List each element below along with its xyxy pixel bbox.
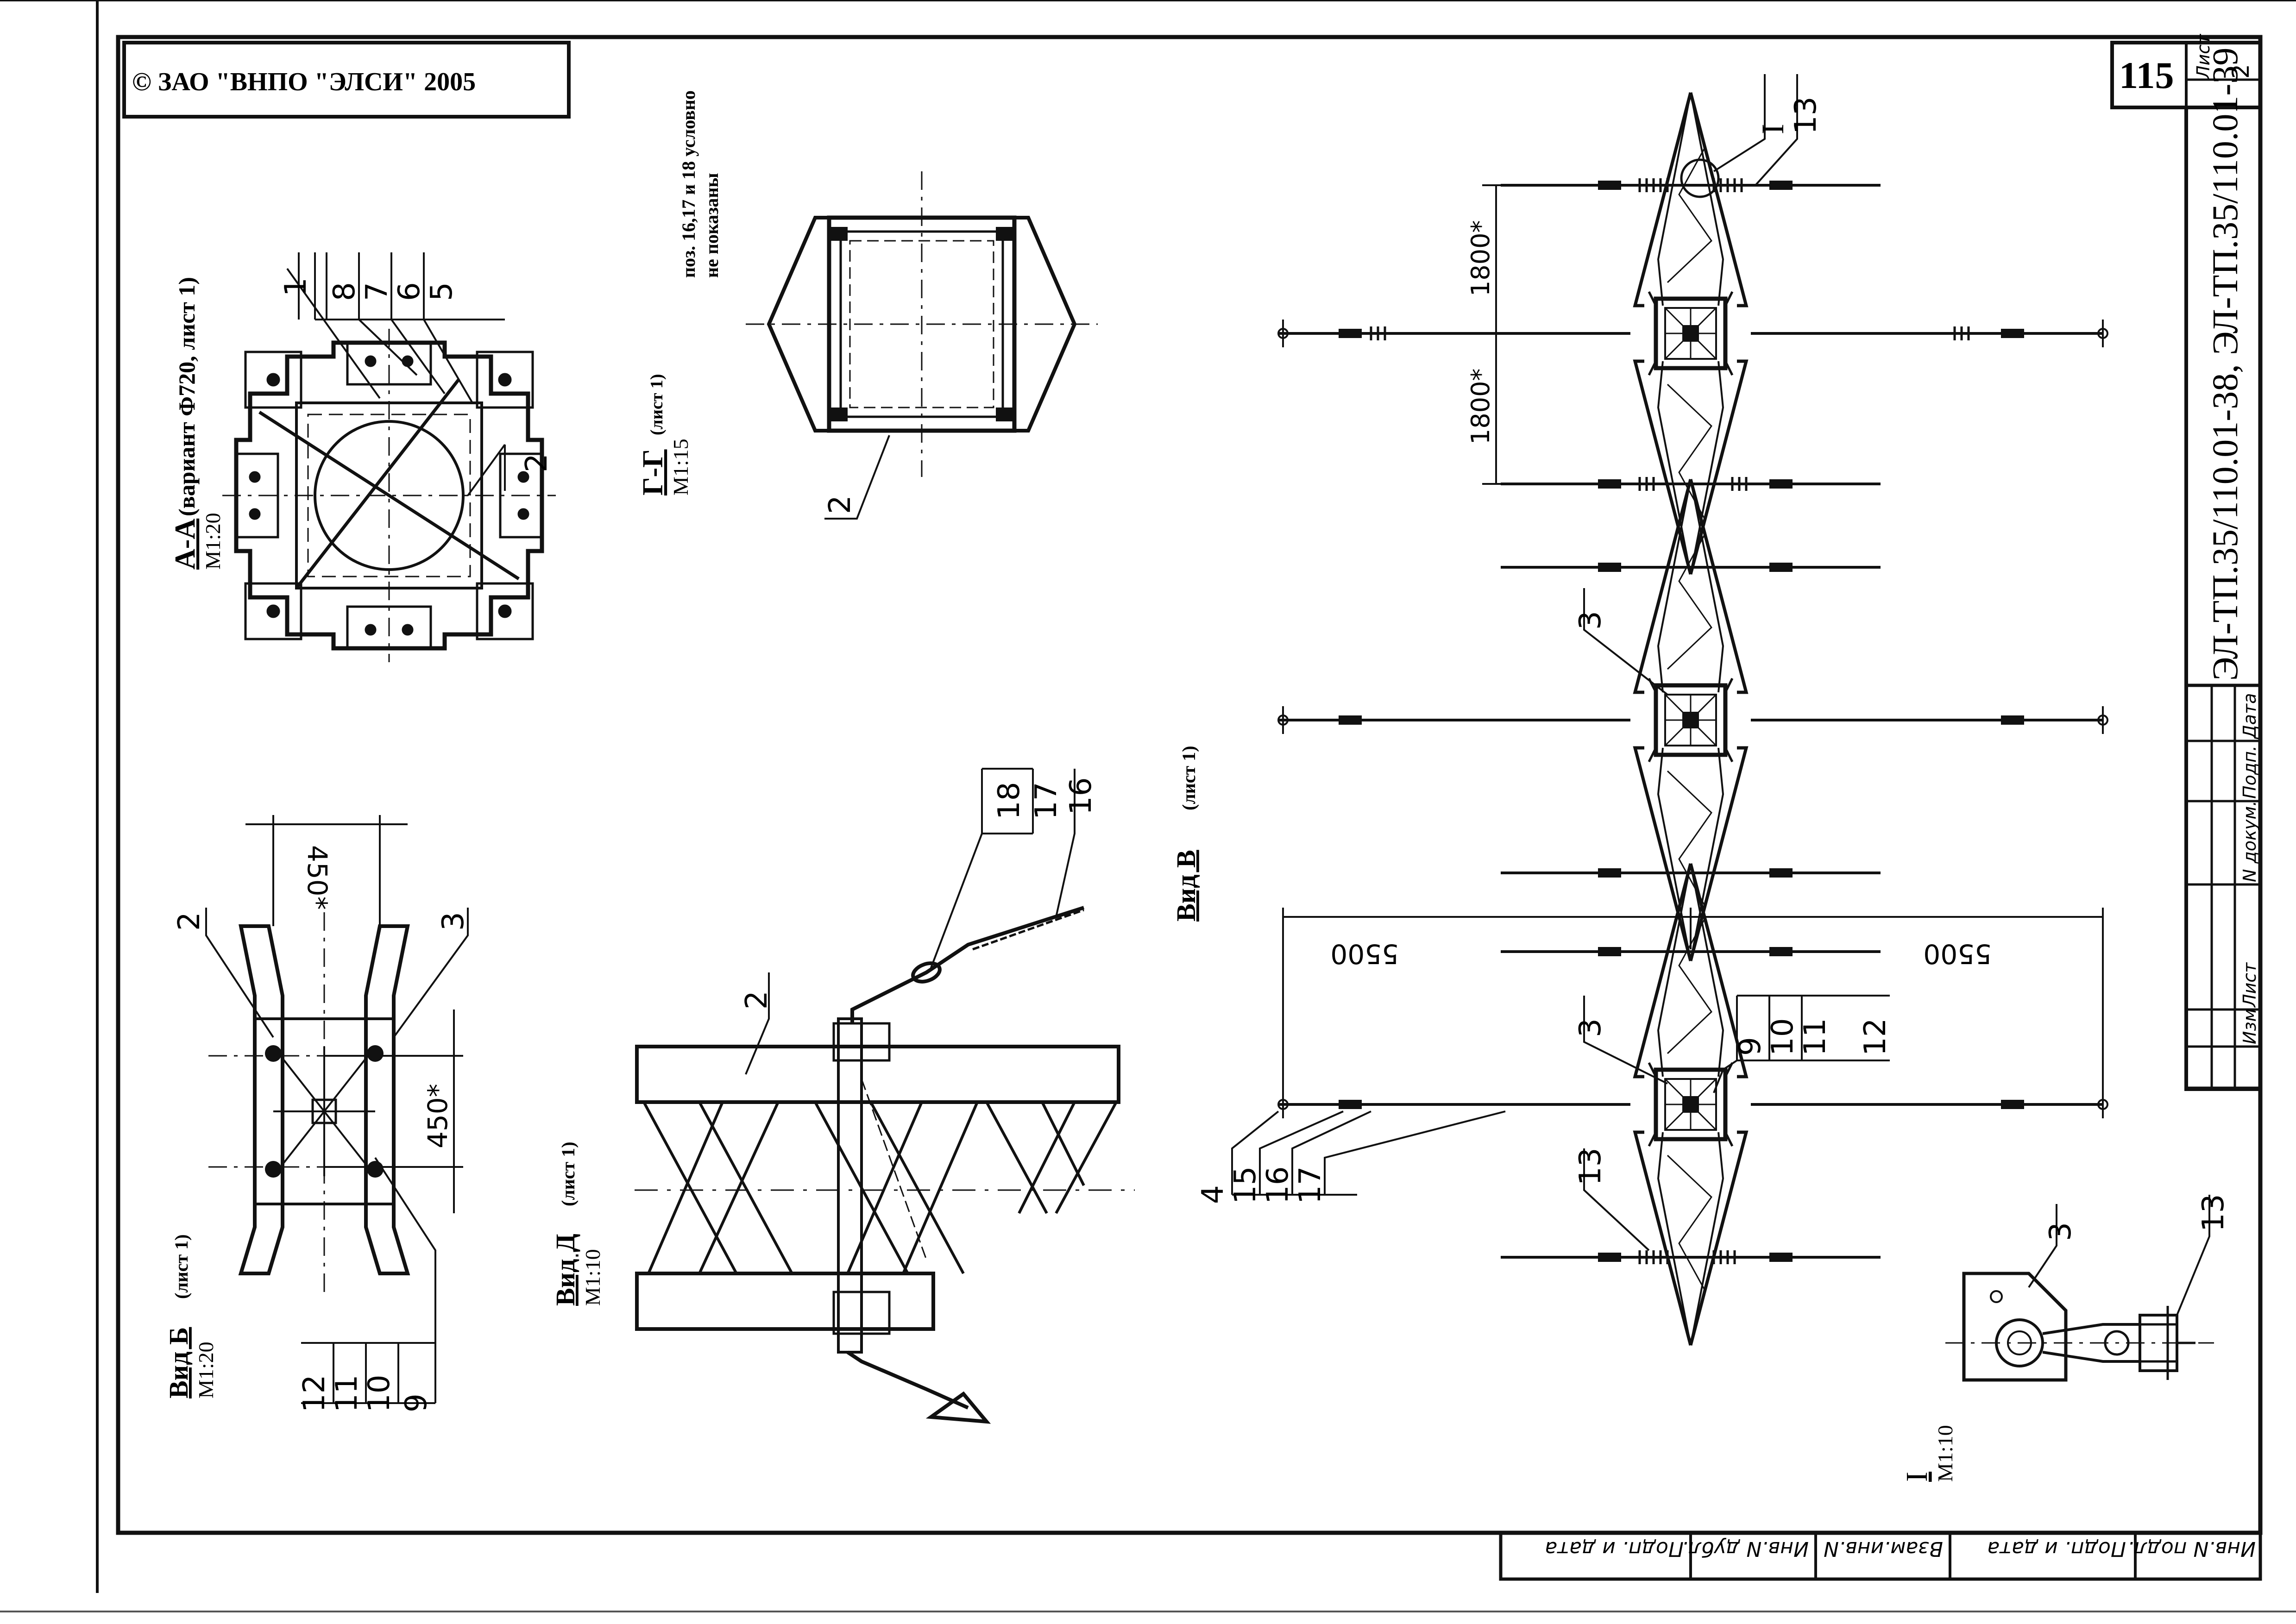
title-block: 115 Лист 2 ЭЛ-ТП.35/110.01-38, ЭЛ-ТП.35/…	[2110, 33, 2262, 1091]
view-gg-name: Г-Г	[637, 449, 669, 495]
stamp-podp-data-1: Подп. и дата	[1987, 1537, 2126, 1561]
b-dim-side: 450*	[422, 1084, 453, 1148]
v-dim-5500-a: 5500	[1330, 938, 1399, 970]
copyright-text: © ЗАО "ВНПО "ЭЛСИ" 2005	[132, 68, 476, 96]
d-callout-2: 2	[740, 991, 774, 1010]
view-d-name: Вид Д	[550, 1234, 580, 1306]
v-callout-I: I	[1755, 124, 1790, 134]
detail-callout-3: 3	[2044, 1222, 2078, 1241]
side-stamp: Инв.N подл. Подп. и дата Взам.инв.N Инв.…	[1499, 1531, 2262, 1581]
view-d-scale: М1:10	[581, 1249, 604, 1306]
aa-callout-6: 6	[392, 282, 427, 301]
detail-i-title: I М1:10	[1900, 1425, 1957, 1482]
b-callout-11: 11	[330, 1375, 364, 1412]
rev-header-change: Изм	[2239, 1009, 2260, 1044]
view-aa-title: А-А (вариант Ф720, лист 1) М1:20	[170, 277, 225, 570]
view-aa-name: А-А	[170, 519, 201, 570]
v-dim-5500-b: 5500	[1923, 938, 1992, 970]
b-callout-12: 12	[297, 1375, 332, 1412]
sheet-number: 2	[2227, 64, 2254, 79]
view-d: Вид Д (лист 1) М1:10	[550, 768, 1135, 1424]
view-gg-sheet: (лист 1)	[647, 374, 667, 435]
sheet-label: Лист	[2193, 33, 2214, 80]
aa-callout-5: 5	[425, 282, 459, 301]
v-callout-9: 9	[1733, 1037, 1768, 1056]
aa-callout-8: 8	[327, 282, 362, 301]
v-callout-3-mid: 3	[1573, 611, 1608, 630]
stamp-podp-data-2: Подп. и дата	[1545, 1537, 1684, 1561]
aa-callout-1: 1	[279, 277, 313, 296]
v-callout-16: 16	[1261, 1166, 1295, 1204]
doc-code: ЭЛ-ТП.35/110.01-38, ЭЛ-ТП.35/110.01-39	[2205, 48, 2245, 681]
view-b-sheet: (лист 1)	[171, 1234, 192, 1299]
aa-callout-2: 2	[520, 453, 554, 472]
rev-header-doc: N докум.	[2239, 801, 2260, 882]
rev-header-sign: Подп.	[2239, 746, 2260, 799]
v-callout-13-top: 13	[1789, 97, 1823, 134]
stamp-inv-podl: Инв.N подл.	[2127, 1537, 2256, 1561]
view-aa-scale: М1:20	[201, 513, 225, 570]
stamp-inv-dubl: Инв.N дубл.	[1682, 1537, 1809, 1561]
d-callout-16: 16	[1064, 778, 1098, 815]
rev-header-date: Дата	[2239, 693, 2260, 740]
b-dim-top: 450*	[302, 845, 333, 910]
view-v-sheet: (лист 1)	[1178, 746, 1199, 810]
view-v-title: Вид В (лист 1)	[1171, 746, 1201, 922]
rev-header-sheet: Лист	[2239, 962, 2260, 1008]
v-callout-4: 4	[1196, 1185, 1230, 1204]
view-gg-note-2: не показаны	[701, 173, 722, 278]
view-aa-subtitle: (вариант Ф720, лист 1)	[174, 277, 200, 516]
b-callout-9: 9	[399, 1393, 434, 1412]
view-d-sheet: (лист 1)	[558, 1141, 579, 1206]
b-callout-10: 10	[362, 1375, 396, 1412]
detail-i-scale: М1:10	[1933, 1425, 1957, 1482]
gg-callout-2: 2	[823, 495, 857, 514]
detail-callout-13: 13	[2196, 1194, 2231, 1232]
view-gg: Г-Г (лист 1) М1:15 поз. 16,17 и 18 услов…	[637, 90, 1098, 520]
aa-callout-7: 7	[360, 282, 394, 301]
v-callout-12: 12	[1858, 1018, 1893, 1056]
page-number: 115	[2119, 54, 2174, 96]
view-b: Вид Б (лист 1) М1:20 450	[164, 815, 471, 1412]
view-b-scale: М1:20	[194, 1342, 218, 1398]
b-callout-2: 2	[172, 912, 207, 931]
v-dim-1800-a: 1800*	[1466, 220, 1495, 296]
view-v-name: Вид В	[1171, 850, 1201, 922]
stamp-vzam-inv: Взам.инв.N	[1824, 1537, 1943, 1561]
copyright-box: © ЗАО "ВНПО "ЭЛСИ" 2005	[122, 41, 571, 119]
view-b-name: Вид Б	[164, 1327, 194, 1398]
view-d-title: Вид Д (лист 1) М1:10	[550, 1141, 604, 1306]
d-callout-18: 18	[992, 782, 1026, 820]
b-callout-3: 3	[436, 912, 471, 931]
v-callout-11: 11	[1798, 1018, 1832, 1056]
v-callout-17: 17	[1293, 1166, 1327, 1204]
view-gg-title: Г-Г (лист 1) М1:15	[637, 374, 692, 495]
v-callout-10: 10	[1766, 1018, 1800, 1056]
view-v: Вид В (лист 1)	[1171, 74, 2108, 1345]
v-callout-13-bottom: 13	[1573, 1148, 1608, 1185]
v-callout-3-low: 3	[1573, 1018, 1608, 1037]
v-dim-1800-b: 1800*	[1466, 369, 1495, 445]
v-callout-15: 15	[1228, 1166, 1263, 1204]
detail-i: I М1:10 3 13	[1900, 1194, 2231, 1482]
view-aa: А-А (вариант Ф720, лист 1) М1:20	[170, 252, 556, 662]
view-gg-scale: М1:15	[669, 439, 692, 495]
d-callout-17-visible: 17	[1029, 782, 1063, 820]
view-b-title: Вид Б (лист 1) М1:20	[164, 1234, 218, 1398]
detail-i-name: I	[1900, 1472, 1934, 1482]
view-gg-note-1: поз. 16,17 и 18 условно	[678, 90, 699, 278]
